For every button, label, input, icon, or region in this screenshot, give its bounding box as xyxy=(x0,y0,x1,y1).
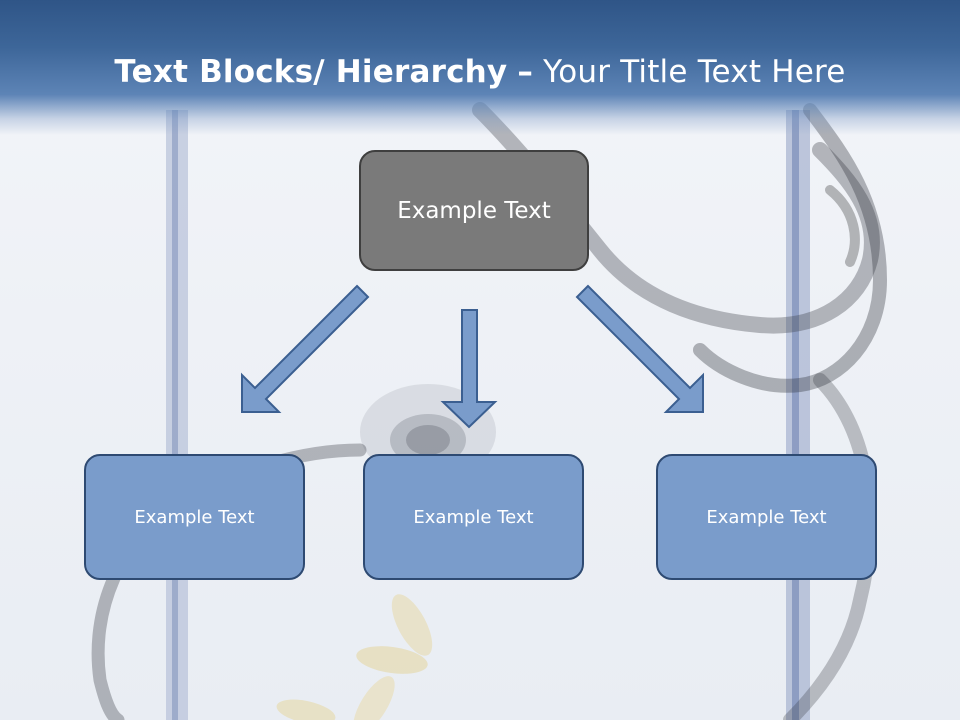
child-box-middle-label: Example Text xyxy=(413,506,534,528)
child-box-middle[interactable]: Example Text xyxy=(363,454,584,580)
title-bold-part: Text Blocks/ Hierarchy xyxy=(114,54,508,90)
top-level-box-label: Example Text xyxy=(397,197,551,224)
title-rest-part: Your Title Text Here xyxy=(543,54,846,90)
top-level-box[interactable]: Example Text xyxy=(359,150,589,271)
title-dash: – xyxy=(517,54,534,90)
child-box-right[interactable]: Example Text xyxy=(656,454,877,580)
child-box-left[interactable]: Example Text xyxy=(84,454,305,580)
child-box-left-label: Example Text xyxy=(134,506,255,528)
slide-title: Text Blocks/ Hierarchy – Your Title Text… xyxy=(0,54,960,90)
title-bar xyxy=(0,0,960,135)
child-box-right-label: Example Text xyxy=(706,506,827,528)
